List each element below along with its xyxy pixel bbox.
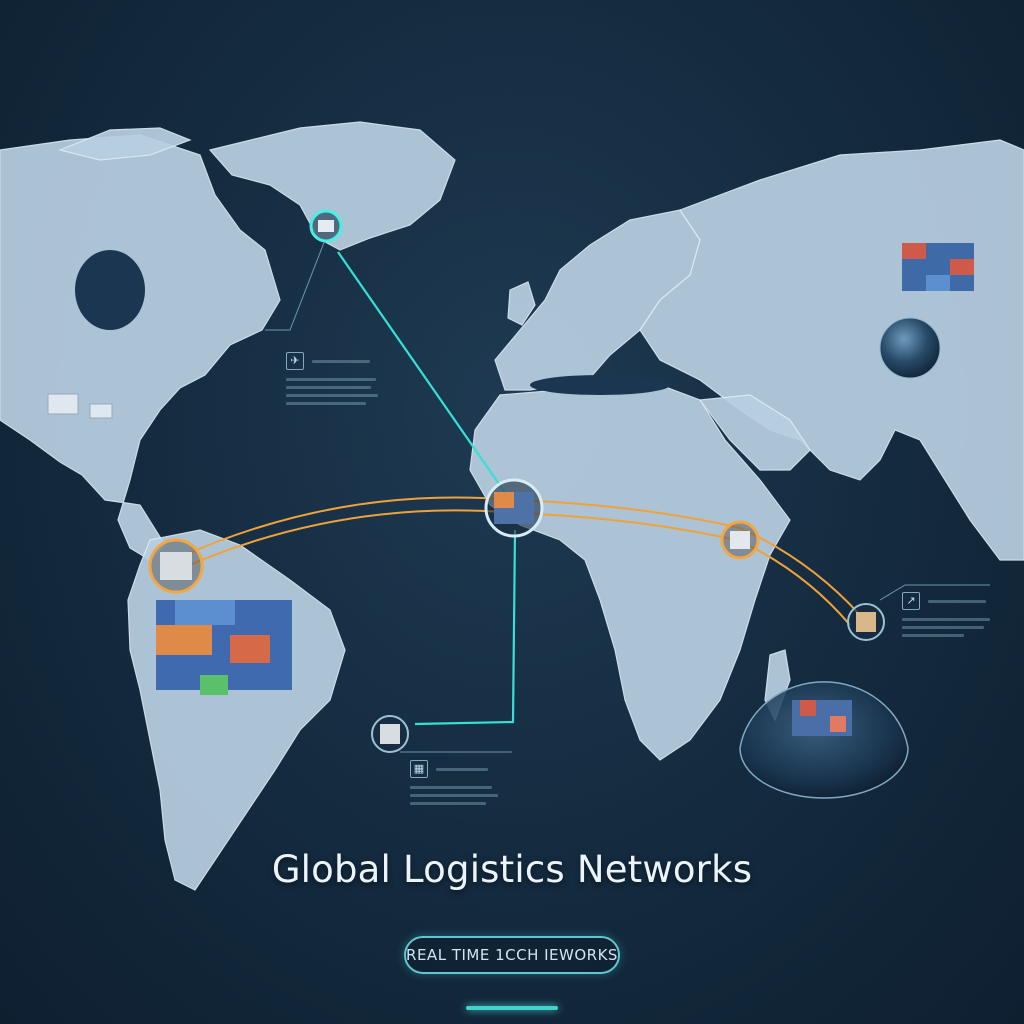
subtitle-label: REAL TIME 1CCH IEWORKS	[406, 946, 618, 964]
uk	[507, 281, 536, 326]
hub-node-south-america[interactable]	[148, 538, 204, 594]
route-sa-africa-lower	[177, 509, 851, 626]
page-title: Global Logistics Networks	[271, 848, 753, 891]
container-stack-icon-dome	[792, 700, 852, 736]
hub-node-africa[interactable]	[484, 478, 544, 538]
greenland	[208, 121, 456, 251]
hudson-bay	[75, 250, 145, 330]
route-sa-africa-upper	[177, 496, 861, 616]
plane-icon: ✈	[286, 352, 304, 370]
mediterranean	[530, 375, 670, 395]
panel-title-line	[312, 359, 370, 363]
hub-node-greenland[interactable]	[309, 209, 343, 243]
info-panel-south-atlantic: ▦	[410, 760, 510, 810]
hub-node-indian-ocean[interactable]	[847, 603, 885, 641]
arabia	[698, 394, 811, 471]
subtitle-badge[interactable]: REAL TIME 1CCH IEWORKS	[404, 936, 620, 974]
globe-icon	[879, 317, 941, 379]
callout-line-na	[265, 239, 326, 331]
info-panel-indian-ocean: ↗	[902, 592, 998, 642]
route-greenland-africa	[337, 251, 516, 508]
callout-line-indian	[879, 584, 990, 601]
route-africa-southatlantic	[414, 529, 517, 726]
dome-globe-icon	[739, 681, 909, 799]
warehouse-icon-na	[47, 393, 113, 419]
container-stack-icon-sa	[156, 600, 292, 695]
arctic-islands	[58, 127, 192, 161]
container-stack-icon-asia	[902, 243, 974, 291]
hub-node-east-africa[interactable]	[720, 520, 760, 560]
route-icon: ↗	[902, 592, 920, 610]
subtitle-underline	[466, 1006, 558, 1010]
north-america	[0, 134, 281, 561]
box-icon: ▦	[410, 760, 428, 778]
info-panel-atlantic: ✈	[286, 352, 386, 410]
hub-node-south-atlantic[interactable]	[371, 715, 409, 753]
